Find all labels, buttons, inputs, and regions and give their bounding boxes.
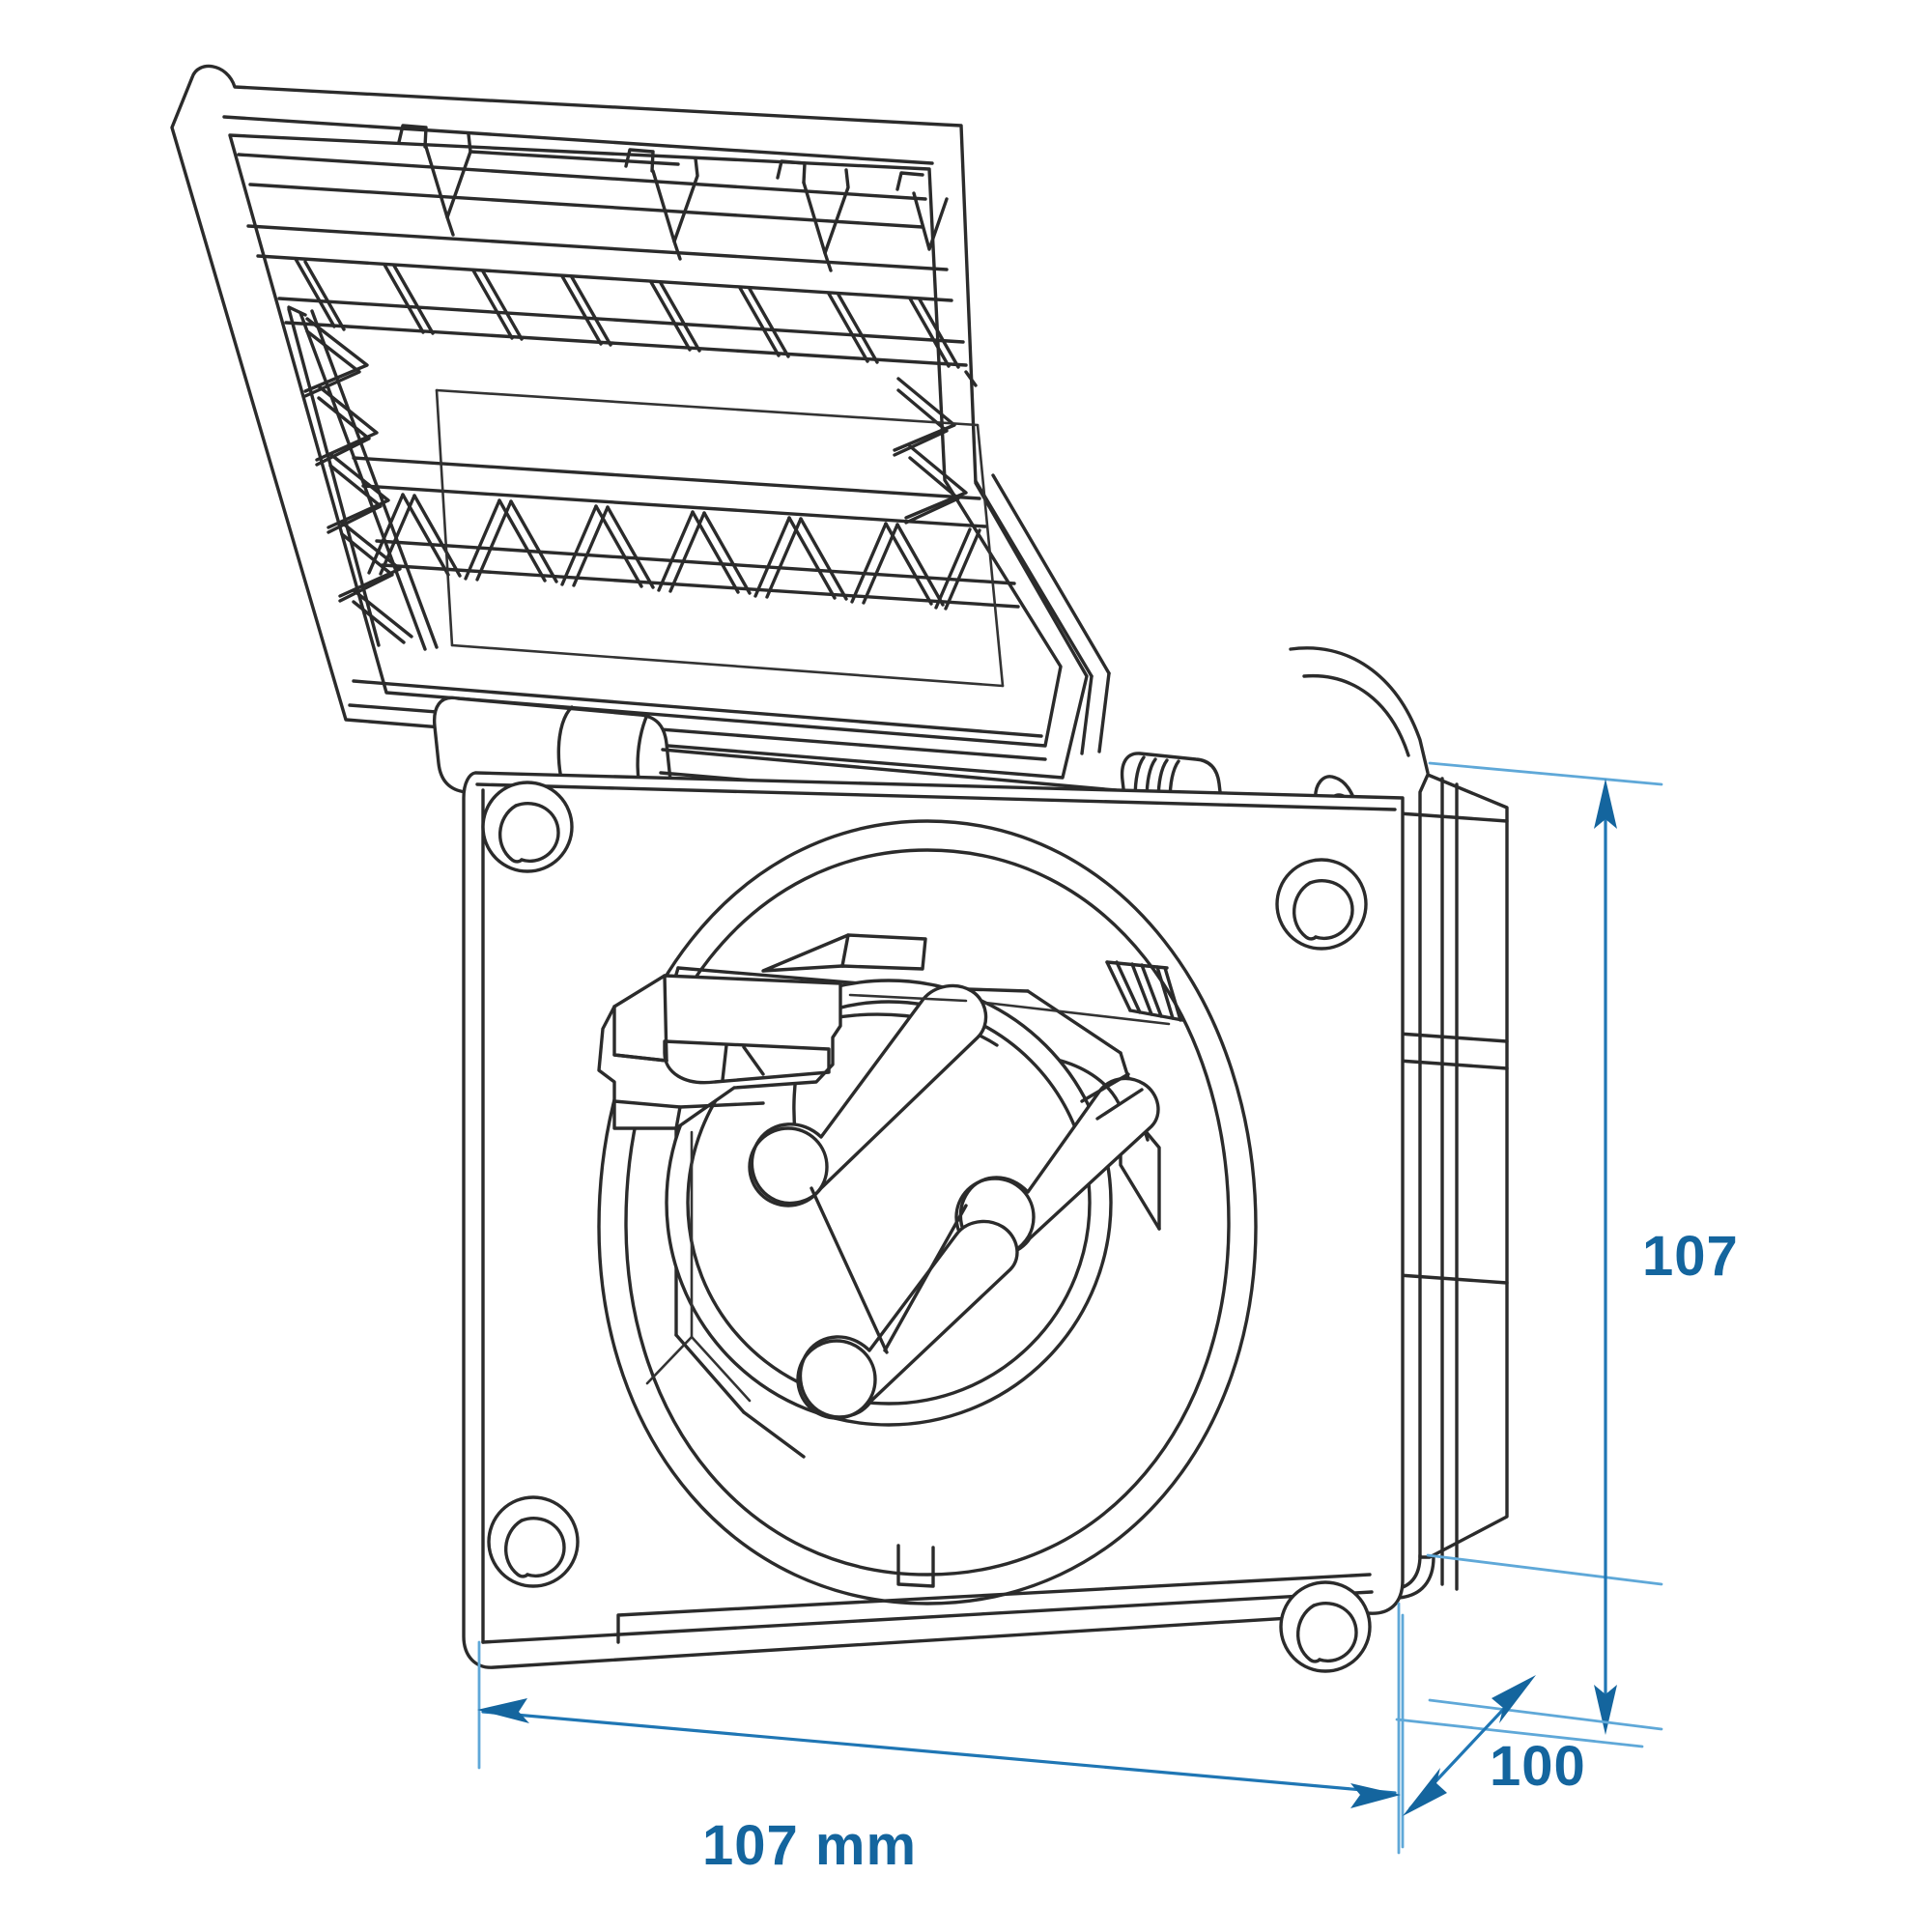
corner-screw-hole xyxy=(481,781,574,873)
dim-ext-top xyxy=(1428,761,1663,786)
corner-screw-holes xyxy=(481,781,1372,1673)
corner-screw-hole xyxy=(487,1495,580,1588)
corner-screw-hole xyxy=(1275,858,1368,951)
three-pin-socket xyxy=(665,979,1160,1427)
dim-ext-bottom xyxy=(1426,1553,1663,1586)
dim-arrow-right xyxy=(1350,1783,1401,1808)
hinged-flip-lid xyxy=(170,64,1111,780)
dim-line-horizontal xyxy=(481,1710,1397,1795)
dimension-width-label: 107 mm xyxy=(702,1814,917,1877)
dim-arrow-down xyxy=(1594,1685,1617,1735)
socket-pin xyxy=(748,983,988,1208)
dim-arrow-up xyxy=(1594,779,1617,829)
dimension-width-107mm: 107 mm xyxy=(477,1602,1401,1877)
dim-ext-lower xyxy=(1428,1698,1663,1731)
dim-arrow-left xyxy=(477,1698,529,1723)
dimension-depth-label: 100 xyxy=(1490,1735,1586,1798)
dimension-depth-100: 100 xyxy=(1395,1613,1644,1849)
corner-screw-hole xyxy=(1279,1580,1372,1673)
dim-ext-depth-base xyxy=(1395,1718,1644,1748)
latch-hook xyxy=(597,933,1171,1403)
dim-arrow-depth-lower xyxy=(1403,1768,1447,1816)
dimension-height-label: 107 xyxy=(1642,1225,1739,1288)
dim-arrow-depth-upper xyxy=(1492,1675,1536,1723)
socket-pin xyxy=(796,1219,1019,1420)
dimension-height-107: 107 xyxy=(1426,761,1739,1735)
